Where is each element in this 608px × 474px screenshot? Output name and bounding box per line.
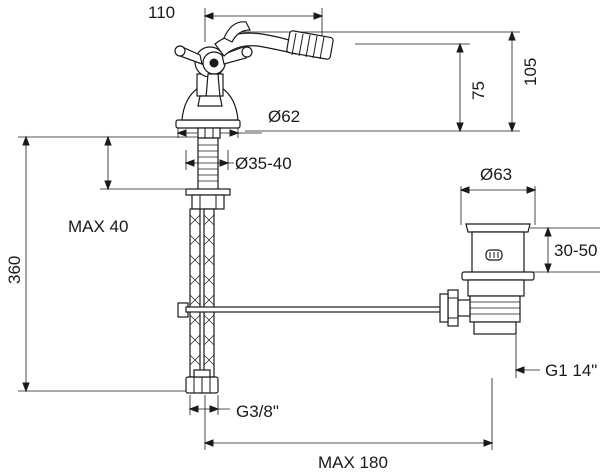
bidet-mixer [174,21,334,139]
flexible-hoses [185,208,219,394]
dim-waste-diameter: Ø63 [480,165,512,184]
waste-assembly [439,223,535,335]
dim-hose-thread: G3/8" [236,402,279,421]
mounting-shank [185,137,231,210]
dimension-arrows [22,12,552,447]
dim-spout-height: 75 [469,81,488,100]
dim-hole-diameter: Ø35-40 [235,154,292,173]
dim-total-height: 105 [521,58,540,86]
dim-max-rod-length: MAX 180 [318,453,388,472]
dim-base-diameter: Ø62 [268,107,300,126]
dim-spout-reach: 110 [148,3,175,22]
dim-waste-deck-range: 30-50 [554,241,597,260]
pop-up-rod [177,302,449,318]
dimension-labels: 110 105 75 Ø62 Ø35-40 MAX 40 360 Ø63 30-… [5,3,597,472]
dim-waste-thread: G1 14" [545,361,597,380]
dim-max-deck-thickness: MAX 40 [68,217,128,236]
dim-hose-length: 360 [5,256,24,284]
